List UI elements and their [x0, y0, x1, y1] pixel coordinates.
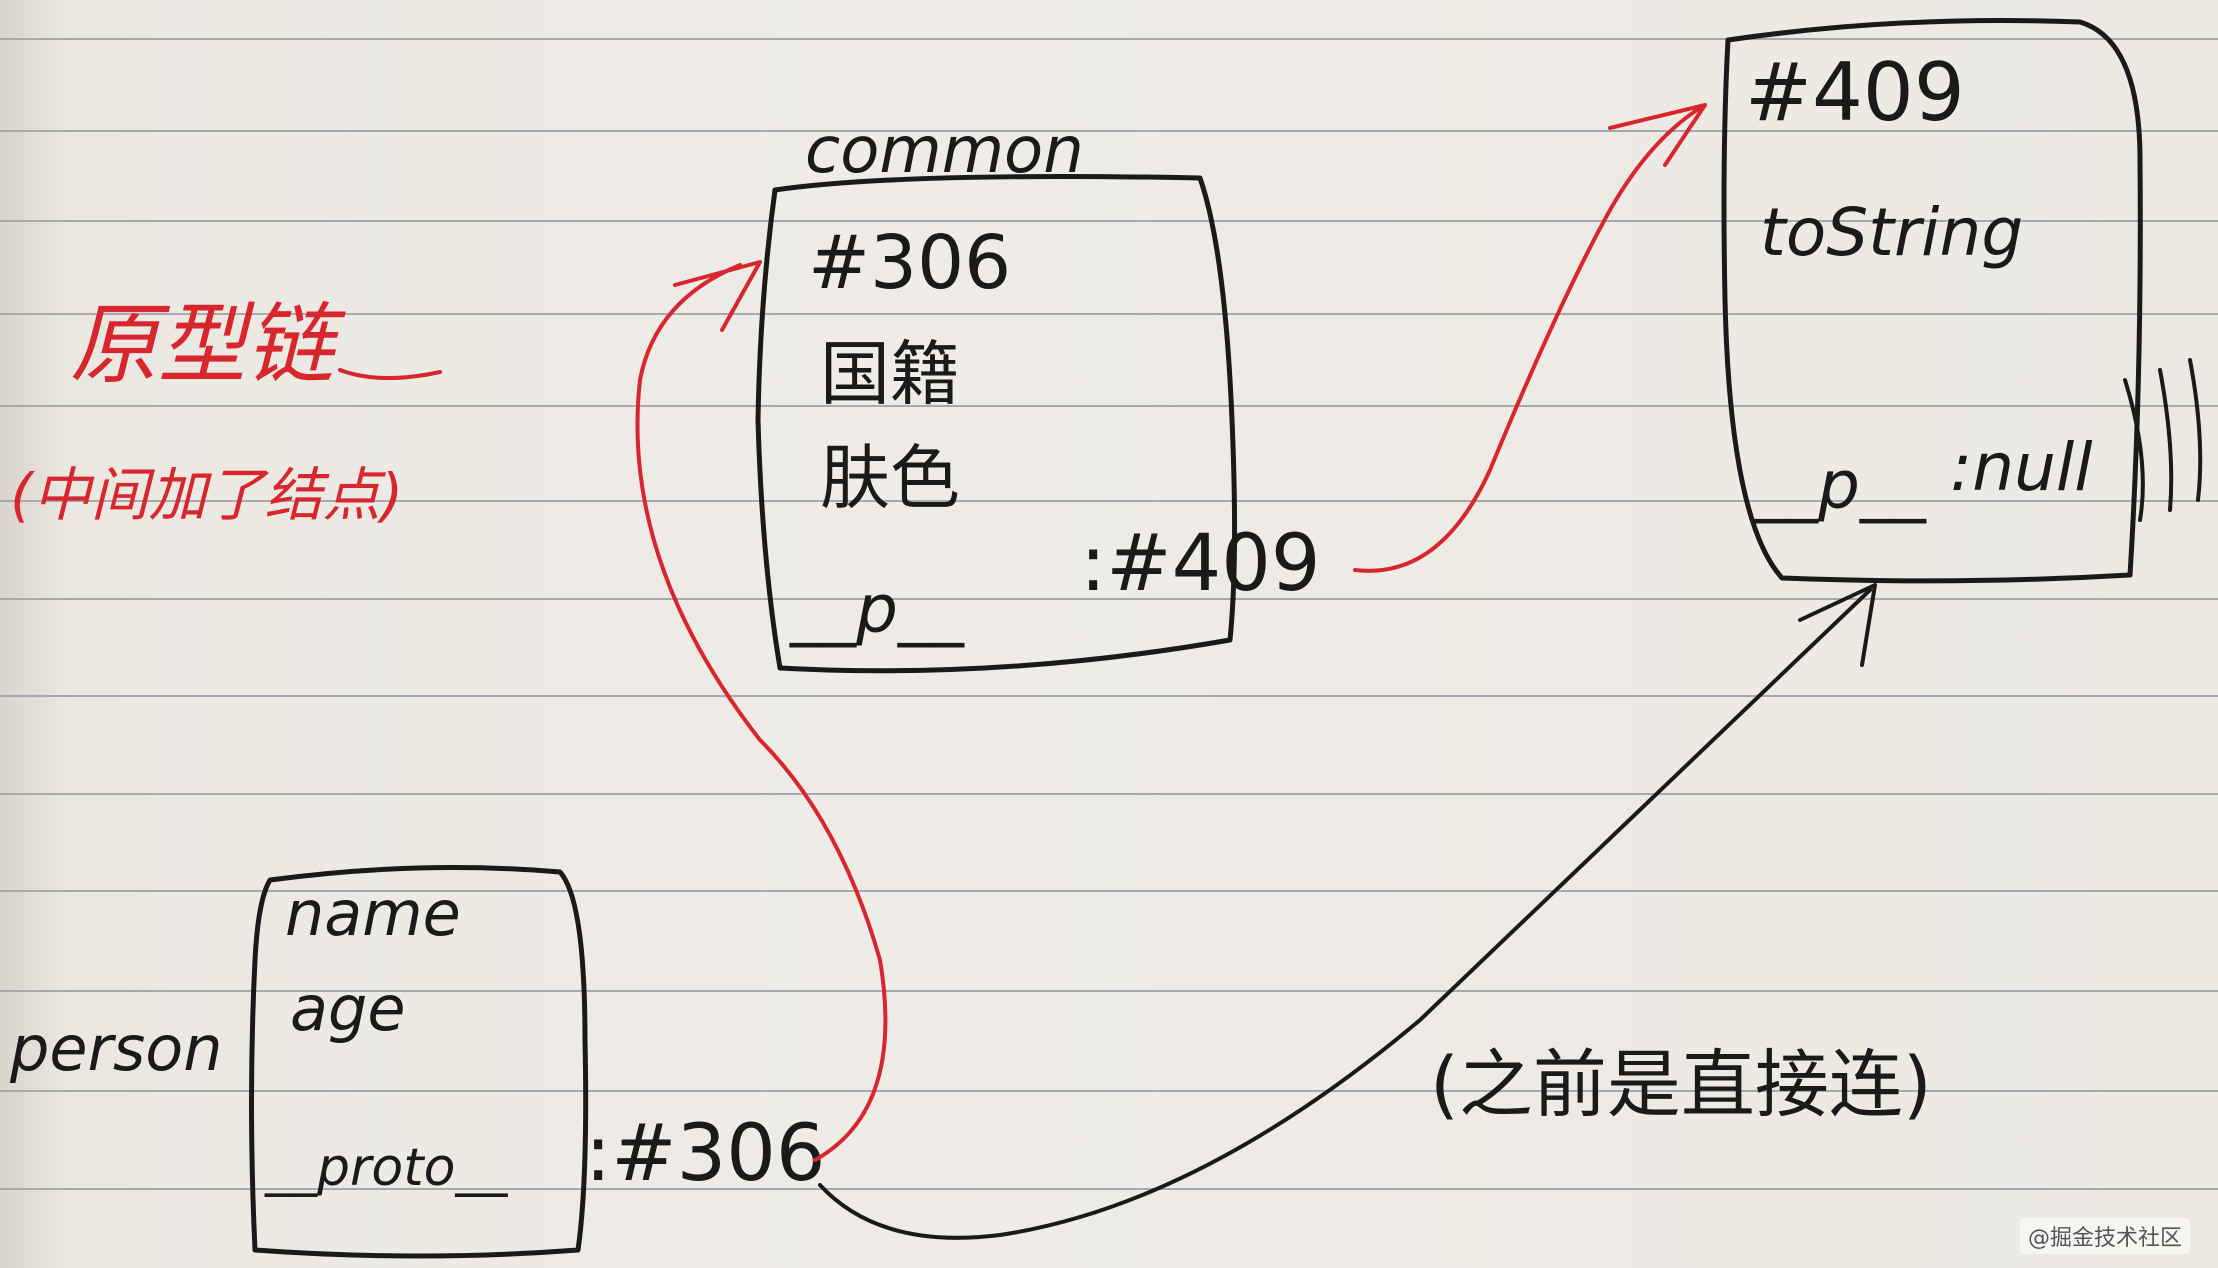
- rule-line: [0, 598, 2218, 600]
- object-field-tostring: toString: [1760, 194, 2023, 271]
- object-proto-value: :null: [1950, 429, 2093, 506]
- arrow-head-old-link: [1798, 583, 1877, 667]
- arrow-head-object: [1608, 103, 1707, 167]
- rule-line: [0, 130, 2218, 132]
- red-arrows: [635, 103, 1707, 1162]
- person-label: person: [9, 1012, 223, 1085]
- person-field-age: age: [290, 972, 406, 1045]
- arrow-person-to-object: [818, 588, 1872, 1240]
- common-field-skin: 肤色: [820, 437, 960, 519]
- scribble-mark: [2123, 358, 2203, 522]
- rule-line: [0, 1188, 2218, 1190]
- rule-line: [0, 990, 2218, 992]
- rule-line: [0, 313, 2218, 315]
- old-link-note: (之前是直接连): [1430, 1042, 1932, 1128]
- common-proto-key: __p__: [789, 571, 965, 648]
- arrow-head-common: [673, 260, 762, 332]
- object-id: #409: [1745, 46, 1965, 139]
- rule-line: [0, 695, 2218, 697]
- arrow-person-to-common: [635, 263, 888, 1162]
- person-box: [249, 865, 589, 1259]
- arrow-common-to-object: [1353, 106, 1702, 573]
- common-box: [755, 174, 1238, 674]
- common-field-nationality: 国籍: [820, 333, 960, 415]
- watermark: @掘金技术社区: [2019, 1218, 2190, 1254]
- common-proto-value: :#409: [1080, 519, 1321, 609]
- old-direct-link: (之前是直接连): [818, 583, 1932, 1240]
- title-text: 原型链: [70, 293, 346, 396]
- person-field-name: name: [285, 877, 461, 950]
- object-node: #409 toString __p__ :null: [1721, 17, 2203, 584]
- rule-line: [0, 220, 2218, 222]
- object-proto-key: __p__: [1751, 447, 1927, 524]
- rule-line: [0, 1090, 2218, 1092]
- person-proto-value: :#306: [585, 1109, 826, 1199]
- rule-line: [0, 500, 2218, 502]
- rule-line: [0, 793, 2218, 795]
- rule-line: [0, 890, 2218, 892]
- rule-line: [0, 405, 2218, 407]
- title-underline: [338, 368, 442, 381]
- common-node: common #306 国籍 肤色 __p__ :#409: [755, 114, 1321, 674]
- title-group: 原型链 (中间加了结点): [10, 293, 442, 529]
- common-id: #306: [808, 220, 1011, 306]
- person-node: person name age __proto__ :#306: [9, 865, 826, 1259]
- title-subtext: (中间加了结点): [10, 461, 403, 529]
- rule-line: [0, 38, 2218, 40]
- person-proto-key: __proto__: [264, 1138, 508, 1198]
- object-box: [1721, 17, 2143, 584]
